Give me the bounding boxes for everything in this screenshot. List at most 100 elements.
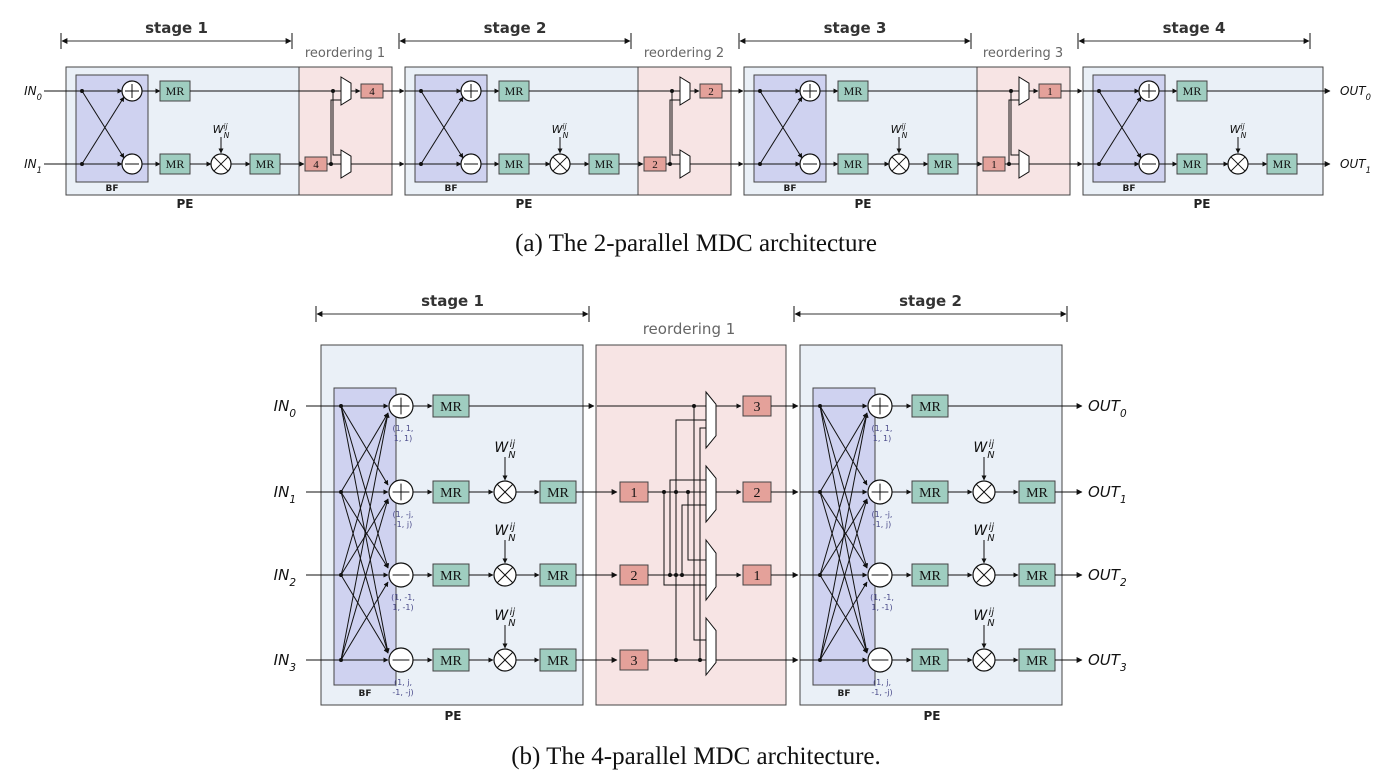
- twiddle-factor-label: WNij: [973, 607, 995, 629]
- butterfly-wire: [340, 581, 389, 661]
- operator-stroke: [975, 483, 993, 501]
- mr-label: MR: [595, 157, 614, 171]
- input-label: IN1: [274, 483, 296, 506]
- cross-wire: [1010, 91, 1019, 156]
- cross-wire: [669, 99, 680, 164]
- operator-stroke: [1230, 156, 1246, 172]
- operator-stroke: [213, 156, 229, 172]
- butterfly-wire: [819, 412, 869, 661]
- reorder-buffer-label: 1: [754, 569, 761, 584]
- cross-wire: [693, 406, 706, 641]
- mr-label: MR: [919, 654, 941, 669]
- cross-wire: [759, 96, 803, 165]
- output-label: OUT3: [1088, 651, 1127, 674]
- mr-label: MR: [505, 157, 524, 171]
- operator-stroke: [975, 566, 993, 584]
- butterfly-wire: [819, 405, 868, 486]
- pe-label: PE: [1194, 197, 1211, 211]
- mr-label: MR: [505, 84, 524, 98]
- mr-label: MR: [844, 157, 863, 171]
- coefficient-label: (1, -j,: [872, 510, 893, 519]
- pe-label: PE: [445, 709, 462, 723]
- mr-label: MR: [1273, 157, 1292, 171]
- reorder-mux: [705, 616, 717, 677]
- bf-label: BF: [358, 689, 371, 699]
- coefficient-label: (1, 1,: [872, 424, 893, 433]
- caption: (a) The 2-parallel MDC architecture: [515, 230, 877, 257]
- junction-dot: [662, 490, 666, 494]
- output-label: OUT2: [1088, 566, 1127, 589]
- mr-label: MR: [166, 157, 185, 171]
- twiddle-factor-label: WNij: [552, 122, 569, 140]
- mr-label: MR: [1183, 157, 1202, 171]
- junction-dot: [1007, 162, 1011, 166]
- butterfly-wire: [819, 498, 869, 661]
- reorder-mux: [705, 464, 717, 524]
- reorder-buffer-label: 1: [631, 486, 638, 501]
- cross-wire: [81, 90, 125, 159]
- cross-wire: [681, 504, 706, 575]
- twiddle-factor-label: WNij: [213, 122, 230, 140]
- bf-label: BF: [444, 184, 457, 194]
- coefficient-label: 1, 1): [394, 434, 412, 443]
- twiddle-factor-label: WNij: [494, 522, 516, 544]
- coefficient-label: -1, -j): [871, 688, 892, 697]
- input-label: IN3: [274, 651, 296, 674]
- cross-wire: [332, 91, 341, 156]
- junction-dot: [680, 573, 684, 577]
- operator-stroke: [891, 156, 907, 172]
- junction-dot: [668, 162, 672, 166]
- mr-label: MR: [547, 569, 569, 584]
- pe-label: PE: [177, 197, 194, 211]
- butterfly-wire: [819, 491, 868, 569]
- reorder-mux: [705, 538, 717, 602]
- mr-label: MR: [547, 486, 569, 501]
- mr-label: MR: [440, 486, 462, 501]
- stage-label: stage 3: [824, 19, 887, 37]
- reorder-buffer-label: 4: [313, 159, 319, 171]
- butterfly-wire: [340, 412, 390, 661]
- junction-dot: [686, 490, 690, 494]
- coefficient-label: (1, -j,: [393, 510, 414, 519]
- coefficient-label: 1, -1): [871, 603, 892, 612]
- butterfly-wire: [340, 405, 390, 569]
- input-label: IN0: [24, 84, 42, 102]
- junction-dot: [1009, 89, 1013, 93]
- mr-label: MR: [440, 569, 462, 584]
- mux-top: [340, 76, 352, 106]
- junction-dot: [329, 162, 333, 166]
- stage-label: stage 2: [484, 19, 547, 37]
- mr-label: MR: [440, 654, 462, 669]
- mr-label: MR: [440, 400, 462, 415]
- reorder-buffer-label: 4: [369, 86, 375, 98]
- reorder-buffer-label: 3: [631, 654, 638, 669]
- pe-label: PE: [516, 197, 533, 211]
- cross-wire: [663, 492, 706, 586]
- butterfly-wire: [819, 491, 869, 654]
- reorder-buffer-label: 2: [708, 86, 714, 98]
- cross-wire: [675, 419, 706, 660]
- coefficient-label: -1, -j): [392, 688, 413, 697]
- mux-top: [1018, 76, 1030, 106]
- pe-label: PE: [855, 197, 872, 211]
- cross-wire: [671, 91, 680, 156]
- mr-label: MR: [1026, 486, 1048, 501]
- mr-label: MR: [919, 486, 941, 501]
- operator-stroke: [496, 651, 514, 669]
- mr-label: MR: [919, 569, 941, 584]
- mr-label: MR: [1183, 84, 1202, 98]
- coefficient-label: (1, -1,: [870, 593, 894, 602]
- mr-label: MR: [547, 654, 569, 669]
- caption: (b) The 4-parallel MDC architecture.: [511, 743, 881, 770]
- mr-label: MR: [1026, 569, 1048, 584]
- butterfly-wire: [819, 405, 869, 569]
- operator-stroke: [496, 566, 514, 584]
- junction-dot: [670, 89, 674, 93]
- reorder-buffer-label: 2: [652, 159, 658, 171]
- butterfly-wire: [819, 581, 868, 661]
- twiddle-factor-label: WNij: [494, 607, 516, 629]
- reordering-label: reordering 3: [983, 46, 1063, 61]
